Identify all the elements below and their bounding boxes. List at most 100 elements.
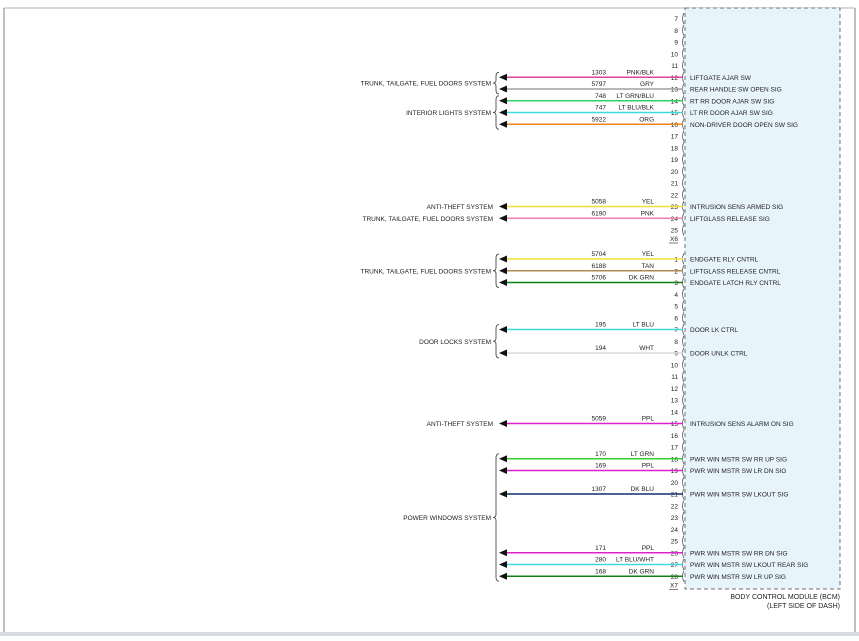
pin-number: 10 (671, 51, 679, 58)
pin-number: 19 (671, 468, 679, 475)
wire-arrowhead (499, 490, 507, 498)
system-label: TRUNK, TAILGATE, FUEL DOORS SYSTEM (360, 81, 491, 88)
pin-number: 13 (671, 398, 679, 405)
circuit-number: 168 (595, 568, 606, 575)
pin-number: 21 (671, 492, 679, 499)
signal-name: INTRUSION SENS ARMED SIG (690, 204, 783, 211)
pin-socket (682, 370, 685, 383)
pin-socket (682, 177, 685, 189)
wire-arrowhead (499, 203, 507, 210)
wire-color: LT BLU (633, 322, 655, 329)
pin-socket (682, 189, 685, 201)
circuit-number: 748 (595, 93, 606, 100)
pin-number: 19 (671, 157, 679, 164)
wire-color: LT GRN/BLU (616, 93, 654, 100)
wire-arrowhead (499, 572, 507, 580)
pin-socket (682, 312, 685, 324)
pin-number: 7 (674, 16, 678, 23)
circuit-number: 5058 (592, 199, 607, 206)
pin-number: 23 (671, 204, 679, 211)
pin-socket (682, 476, 685, 488)
system-brace (492, 95, 500, 130)
pin-number: 22 (671, 192, 679, 199)
pin-number: 28 (671, 574, 679, 581)
circuit-number: 5059 (592, 416, 607, 423)
signal-name: ENDGATE RLY CNTRL (690, 257, 759, 264)
pin-socket (682, 511, 685, 524)
pin-number: 25 (671, 539, 679, 546)
pin-socket (682, 165, 685, 177)
pin-number: 15 (671, 110, 679, 117)
pin-number: 3 (674, 280, 678, 287)
pin-number: 16 (671, 122, 679, 129)
pin-socket (682, 429, 685, 441)
wire-color: PPL (642, 416, 655, 423)
pin-socket (682, 59, 685, 72)
signal-name: REAR HANDLE SW OPEN SIG (690, 87, 782, 94)
wire-color: GRY (640, 81, 655, 88)
wire-arrowhead (499, 97, 507, 105)
signal-name: PWR WIN MSTR SW LKOUT REAR SIG (690, 562, 808, 569)
wire-arrowhead (499, 349, 507, 357)
wire-color: DK GRN (629, 275, 655, 282)
pin-number: 20 (671, 480, 679, 487)
pin-number: 14 (671, 409, 679, 416)
circuit-number: 5922 (592, 116, 607, 123)
signal-name: RT RR DOOR AJAR SW SIG (690, 98, 774, 105)
circuit-number: 169 (595, 463, 606, 470)
circuit-number: 5706 (592, 275, 607, 282)
pin-number: 18 (671, 456, 679, 463)
pin-socket (682, 12, 685, 25)
wire-color: YEL (642, 199, 655, 206)
wire-color: PPL (642, 463, 655, 470)
system-label: POWER WINDOWS SYSTEM (403, 515, 491, 522)
signal-name: LT RR DOOR AJAR SW SIG (690, 110, 773, 117)
module-location: (LEFT SIDE OF DASH) (767, 603, 840, 610)
wire-color: YEL (642, 251, 655, 258)
wire-arrowhead (499, 120, 507, 128)
system-brace (492, 453, 500, 582)
system-label: DOOR LOCKS SYSTEM (419, 339, 491, 346)
module-title: BODY CONTROL MODULE (BCM) (730, 594, 840, 601)
wire-arrowhead (499, 279, 507, 286)
pin-number: 7 (674, 327, 678, 334)
pin-number: 24 (671, 216, 679, 223)
wire-color: PPL (642, 545, 655, 552)
circuit-number: 170 (595, 451, 606, 458)
pin-socket (682, 36, 685, 48)
pin-socket (682, 224, 685, 236)
system-label: INTERIOR LIGHTS SYSTEM (406, 110, 491, 117)
pin-number: 4 (674, 292, 678, 299)
wire-arrowhead (499, 467, 507, 474)
wire-arrowhead (499, 326, 507, 333)
pin-socket (682, 48, 685, 60)
circuit-number: 5704 (592, 251, 607, 258)
pin-number: 23 (671, 515, 679, 522)
pin-socket (682, 535, 685, 547)
signal-name: PWR WIN MSTR SW LKOUT SIG (690, 492, 788, 499)
pin-number: 21 (671, 181, 679, 188)
circuit-number: 6190 (592, 210, 607, 217)
pin-number: 27 (671, 562, 679, 569)
connector-id: X6 (670, 236, 678, 243)
system-label: ANTI-THEFT SYSTEM (427, 204, 493, 211)
wire-arrowhead (499, 73, 507, 81)
pin-number: 6 (674, 315, 678, 322)
system-label: ANTI-THEFT SYSTEM (427, 421, 493, 428)
pin-number: 25 (671, 228, 679, 235)
wire-color: LT BLU/BLK (618, 105, 654, 112)
pin-socket (682, 382, 685, 394)
wire-arrowhead (499, 214, 507, 222)
wire-arrowhead (499, 267, 507, 275)
pin-number: 18 (671, 145, 679, 152)
circuit-number: 747 (595, 105, 606, 112)
pin-number: 11 (671, 374, 678, 381)
circuit-number: 195 (595, 322, 606, 329)
signal-name: LIFTGLASS RELEASE CNTRL (690, 268, 781, 275)
pin-socket (682, 394, 685, 406)
signal-name: NON-DRIVER DOOR OPEN SW SIG (690, 122, 798, 129)
system-label: TRUNK, TAILGATE, FUEL DOORS SYSTEM (360, 268, 491, 275)
pin-number: 15 (671, 421, 679, 428)
system-brace (492, 324, 500, 359)
wire-color: PNK (641, 210, 655, 217)
